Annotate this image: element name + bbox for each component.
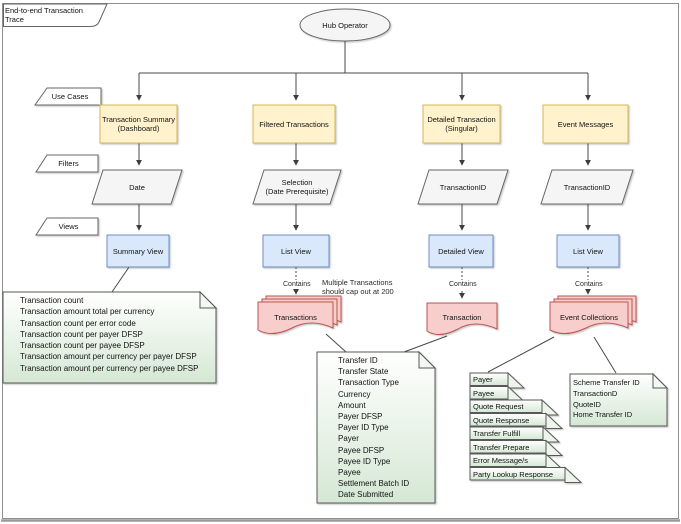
filter-label-3: TransactionID <box>439 182 487 192</box>
view-label-3: Detailed View <box>438 246 484 256</box>
page-border <box>2 3 679 519</box>
filter-label-4: TransactionID <box>563 182 611 192</box>
event-type-note: Error Message/s <box>473 456 529 465</box>
contains-label-2: Contains <box>281 280 313 289</box>
view-node-1 <box>106 234 170 268</box>
event-collections-document-stack <box>549 295 637 334</box>
list-item: Transfer State <box>338 367 389 377</box>
event-ids-note <box>569 372 669 427</box>
use-case-label-1: Transaction Summary (Dashboard) <box>101 115 176 133</box>
row-label-use-cases: Use Cases <box>51 92 89 101</box>
view-node-4 <box>556 234 620 268</box>
use-case-label-4: Event Messages <box>557 119 614 129</box>
row-label-filters-shape <box>35 154 99 173</box>
transaction-document <box>426 302 498 335</box>
event-type-note: Party Lookup Response <box>473 469 554 479</box>
note-fold-icon <box>652 372 669 389</box>
list-item: Payee ID Type <box>338 456 391 466</box>
diagram-title: End-to-end Transaction Trace <box>5 6 83 24</box>
list-item: Payer ID Type <box>338 423 389 433</box>
summary-metrics-list: Transaction count Transaction amount tot… <box>20 295 198 374</box>
list-item: Transaction count per payee DFSP <box>20 341 145 351</box>
list-item: Scheme Transfer ID <box>573 378 640 387</box>
list-item: TransactionD <box>573 388 618 398</box>
contains-label-3: Contains <box>447 280 479 289</box>
list-item: Transaction count per payer DFSP <box>20 329 143 339</box>
edge-transaction-note <box>403 335 448 353</box>
list-item: Payer DFSP <box>338 411 383 421</box>
row-label-views: Views <box>58 222 79 231</box>
list-item: Payee <box>338 467 361 477</box>
transactions-document-stack <box>257 295 342 334</box>
edge-events-types <box>487 336 555 373</box>
filter-node-1 <box>91 169 183 205</box>
list-item: Transaction count <box>20 296 84 305</box>
event-types-cascade <box>469 371 583 483</box>
list-item: Currency <box>338 389 371 399</box>
filter-node-2 <box>252 169 342 205</box>
view-label-1: Summary View <box>112 246 164 256</box>
filter-node-4 <box>540 169 634 205</box>
event-type-note: Payee <box>473 388 495 398</box>
list-item: Transaction Type <box>338 378 399 388</box>
event-type-note: Payer <box>473 375 493 384</box>
list-item: Transaction amount total per currency <box>20 307 155 317</box>
hub-operator-node <box>299 8 391 42</box>
use-case-label-2: Filtered Transactions <box>259 119 329 129</box>
event-type-note: Transfer Prepare <box>473 442 530 452</box>
edge-transactions-note <box>325 333 347 353</box>
view-node-2 <box>262 234 330 268</box>
filter-label-2: Selection (Date Prerequisite) <box>265 178 329 196</box>
use-case-node-2 <box>252 104 336 144</box>
list-item: Transaction amount per currency per paye… <box>20 363 199 373</box>
list-item: Date Submitted <box>338 490 394 500</box>
list-item: Amount <box>338 400 366 410</box>
list-item: Transaction count per error code <box>20 318 136 328</box>
summary-metrics-note <box>2 290 218 384</box>
list-item: Transfer ID <box>338 356 378 365</box>
view-node-3 <box>428 234 494 268</box>
edge-events-ids <box>593 336 617 374</box>
edge-summaryview-note <box>111 266 130 293</box>
use-case-node-1 <box>99 104 178 144</box>
row-label-views-shape <box>35 217 99 236</box>
filter-node-3 <box>417 169 509 205</box>
event-collections-document-label: Event Collections <box>560 312 618 322</box>
cap-annotation: Multiple Transactions should cap out at … <box>322 278 394 296</box>
list-item: Settlement Batch ID <box>338 479 410 489</box>
hub-operator-label: Hub Operator <box>322 20 368 30</box>
transaction-fields-list: Transfer ID Transfer State Transaction T… <box>338 355 409 500</box>
transaction-fields-note <box>316 350 437 504</box>
event-type-note: Quote Response <box>473 415 530 425</box>
use-case-label-3: Detailed Transaction (Singular) <box>427 115 496 133</box>
list-item: Payer <box>338 434 359 444</box>
event-type-note: Quote Request <box>473 402 524 411</box>
view-label-4: List View <box>573 246 603 256</box>
list-item: Transaction amount per currency per paye… <box>20 352 197 362</box>
use-case-node-3 <box>422 104 501 144</box>
row-label-filters: Filters <box>58 159 79 168</box>
use-case-node-4 <box>542 104 629 144</box>
transactions-document-label: Transactions <box>274 312 317 322</box>
transaction-document-label: Transaction <box>442 313 482 322</box>
view-label-2: List View <box>281 246 311 256</box>
event-type-note: Transfer Fulfill <box>473 429 521 438</box>
note-fold-icon <box>199 290 218 309</box>
title-tab <box>3 3 108 27</box>
note-fold-icon <box>418 350 437 369</box>
contains-label-4: Contains <box>573 280 605 289</box>
list-item: Payee DFSP <box>338 445 385 455</box>
event-ids-list: Scheme Transfer ID TransactionD QuoteID … <box>573 378 640 421</box>
filter-label-1: Date <box>129 182 145 192</box>
list-item: QuoteID <box>573 399 601 409</box>
list-item: Home Transfer ID <box>573 410 633 420</box>
